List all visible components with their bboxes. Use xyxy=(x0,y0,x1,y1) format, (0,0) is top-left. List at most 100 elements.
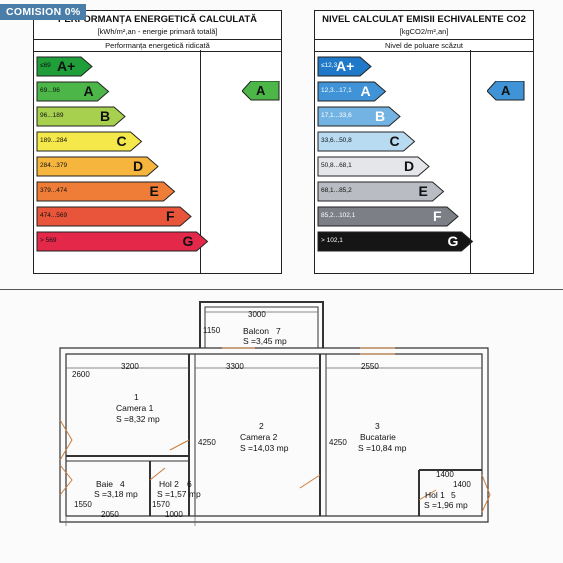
dim-4250-right: 4250 xyxy=(329,438,347,447)
dim-2600: 2600 xyxy=(72,370,90,379)
energy-rating-marker: A xyxy=(242,81,280,101)
emissions-panel: NIVEL CALCULAT EMISII ECHIVALENTE CO2 [k… xyxy=(314,10,534,274)
dim-3300: 3300 xyxy=(226,362,244,371)
bar-arrow-shape xyxy=(36,181,176,202)
bar-range-label: 68,1...85,2 xyxy=(321,187,352,194)
bar-arrow-shape xyxy=(36,56,93,77)
emissions-bar-d: 50,8...68,1 D xyxy=(317,156,430,177)
camera2-number: 2 xyxy=(259,421,264,431)
bar-class-letter: G xyxy=(182,233,194,249)
bar-arrow-shape xyxy=(317,231,474,252)
balcon-area: S =3,45 mp xyxy=(243,336,287,346)
floor-plan: 7 Balcon S =3,45 mp 1 Camera 1 S =8,32 m… xyxy=(0,290,563,563)
hol1-area: S =1,96 mp xyxy=(424,500,468,510)
bar-class-letter: C xyxy=(389,133,400,149)
bar-arrow-shape xyxy=(317,206,459,227)
energy-bar-aplus: ≤69 A+ xyxy=(36,56,93,77)
bucatarie-name: Bucatarie xyxy=(360,432,396,442)
bar-range-label: 17,1...33,6 xyxy=(321,112,352,119)
bar-class-letter: A+ xyxy=(57,58,76,74)
bar-arrow-shape xyxy=(36,231,209,252)
camera2-area: S =14,03 mp xyxy=(240,443,289,453)
hol1-number: 5 xyxy=(451,490,456,500)
emissions-bar-c: 33,6...50,8 C xyxy=(317,131,416,152)
hol1-name: Hol 1 xyxy=(425,490,445,500)
rating-arrow-icon xyxy=(487,81,525,101)
bar-class-letter: F xyxy=(166,208,175,224)
emissions-unit: [kgCO2/m²,an] xyxy=(399,27,449,36)
bar-arrow-shape xyxy=(36,131,143,152)
bar-arrow-shape xyxy=(36,156,159,177)
bar-arrow-shape xyxy=(317,106,401,127)
dim-4250-left: 4250 xyxy=(198,438,216,447)
hol2-number: 6 xyxy=(187,479,192,489)
baie-number: 4 xyxy=(120,479,125,489)
floor-plan-drawing xyxy=(59,301,491,526)
rating-arrow-icon xyxy=(242,81,280,101)
energy-title: PERFORMANȚA ENERGETICĂ CALCULATĂ xyxy=(58,14,257,25)
camera2-name: Camera 2 xyxy=(240,432,278,442)
dim-1400-side: 1400 xyxy=(453,480,471,489)
emissions-bar-a: 12,3...17,1 A xyxy=(317,81,387,102)
bar-range-label: 474...569 xyxy=(40,212,68,219)
bar-range-label: > 569 xyxy=(40,237,57,244)
dim-1400-top: 1400 xyxy=(436,470,454,479)
bar-range-label: 50,8...68,1 xyxy=(321,162,352,169)
bar-arrow-shape xyxy=(317,81,387,102)
baie-name: Baie xyxy=(96,479,114,489)
hol2-name: Hol 2 xyxy=(159,479,179,489)
bar-range-label: 85,2...102,1 xyxy=(321,212,356,219)
bar-class-letter: E xyxy=(149,183,159,199)
bar-range-label: ≤12,3 xyxy=(321,62,338,69)
bar-range-label: 12,3...17,1 xyxy=(321,87,352,94)
bar-arrow-shape xyxy=(36,81,110,102)
emissions-title: NIVEL CALCULAT EMISII ECHIVALENTE CO2 xyxy=(322,14,526,25)
emissions-rating-marker: A xyxy=(487,81,525,101)
hol2-area: S =1,57 mp xyxy=(157,489,201,499)
bar-range-label: 33,6...50,8 xyxy=(321,137,352,144)
bar-range-label: 284...379 xyxy=(40,162,68,169)
camera1-name: Camera 1 xyxy=(116,403,154,413)
balcon-number: 7 xyxy=(276,326,281,336)
bar-class-letter: B xyxy=(375,108,386,124)
bar-arrow-shape xyxy=(317,181,445,202)
dim-balcony-width: 3000 xyxy=(248,310,266,319)
emissions-rating-letter: A xyxy=(501,83,511,98)
bar-range-label: ≤69 xyxy=(40,62,51,69)
energy-note: Performanța energetică ridicată xyxy=(34,39,281,52)
emissions-divider xyxy=(470,50,471,273)
energy-rating-letter: A xyxy=(256,83,266,98)
dim-2550: 2550 xyxy=(361,362,379,371)
bar-arrow-shape xyxy=(317,56,372,77)
bar-class-letter: A xyxy=(360,83,371,99)
camera1-area: S =8,32 mp xyxy=(116,414,160,424)
dim-1570: 1570 xyxy=(152,500,170,509)
dim-3200: 3200 xyxy=(121,362,139,371)
bucatarie-number: 3 xyxy=(375,421,380,431)
dim-2050: 2050 xyxy=(101,510,119,519)
bar-arrow-shape xyxy=(317,131,416,152)
camera1-number: 1 xyxy=(134,392,139,402)
energy-bar-g: > 569 G xyxy=(36,231,209,252)
commission-badge: COMISION 0% xyxy=(0,4,87,20)
bucatarie-area: S =10,84 mp xyxy=(358,443,407,453)
bar-arrow-shape xyxy=(36,206,192,227)
bar-class-letter: D xyxy=(404,158,415,174)
bar-class-letter: A+ xyxy=(336,58,355,74)
section-separator xyxy=(0,289,563,290)
dim-1000: 1000 xyxy=(165,510,183,519)
bar-range-label: 69...96 xyxy=(40,87,60,94)
bar-arrow-shape xyxy=(317,156,430,177)
energy-unit: [kWh/m²,an - energie primară totală] xyxy=(97,27,218,36)
bar-class-letter: B xyxy=(100,108,111,124)
emissions-note: Nivel de poluare scăzut xyxy=(315,39,533,52)
energy-bar-f: 474...569 F xyxy=(36,206,192,227)
